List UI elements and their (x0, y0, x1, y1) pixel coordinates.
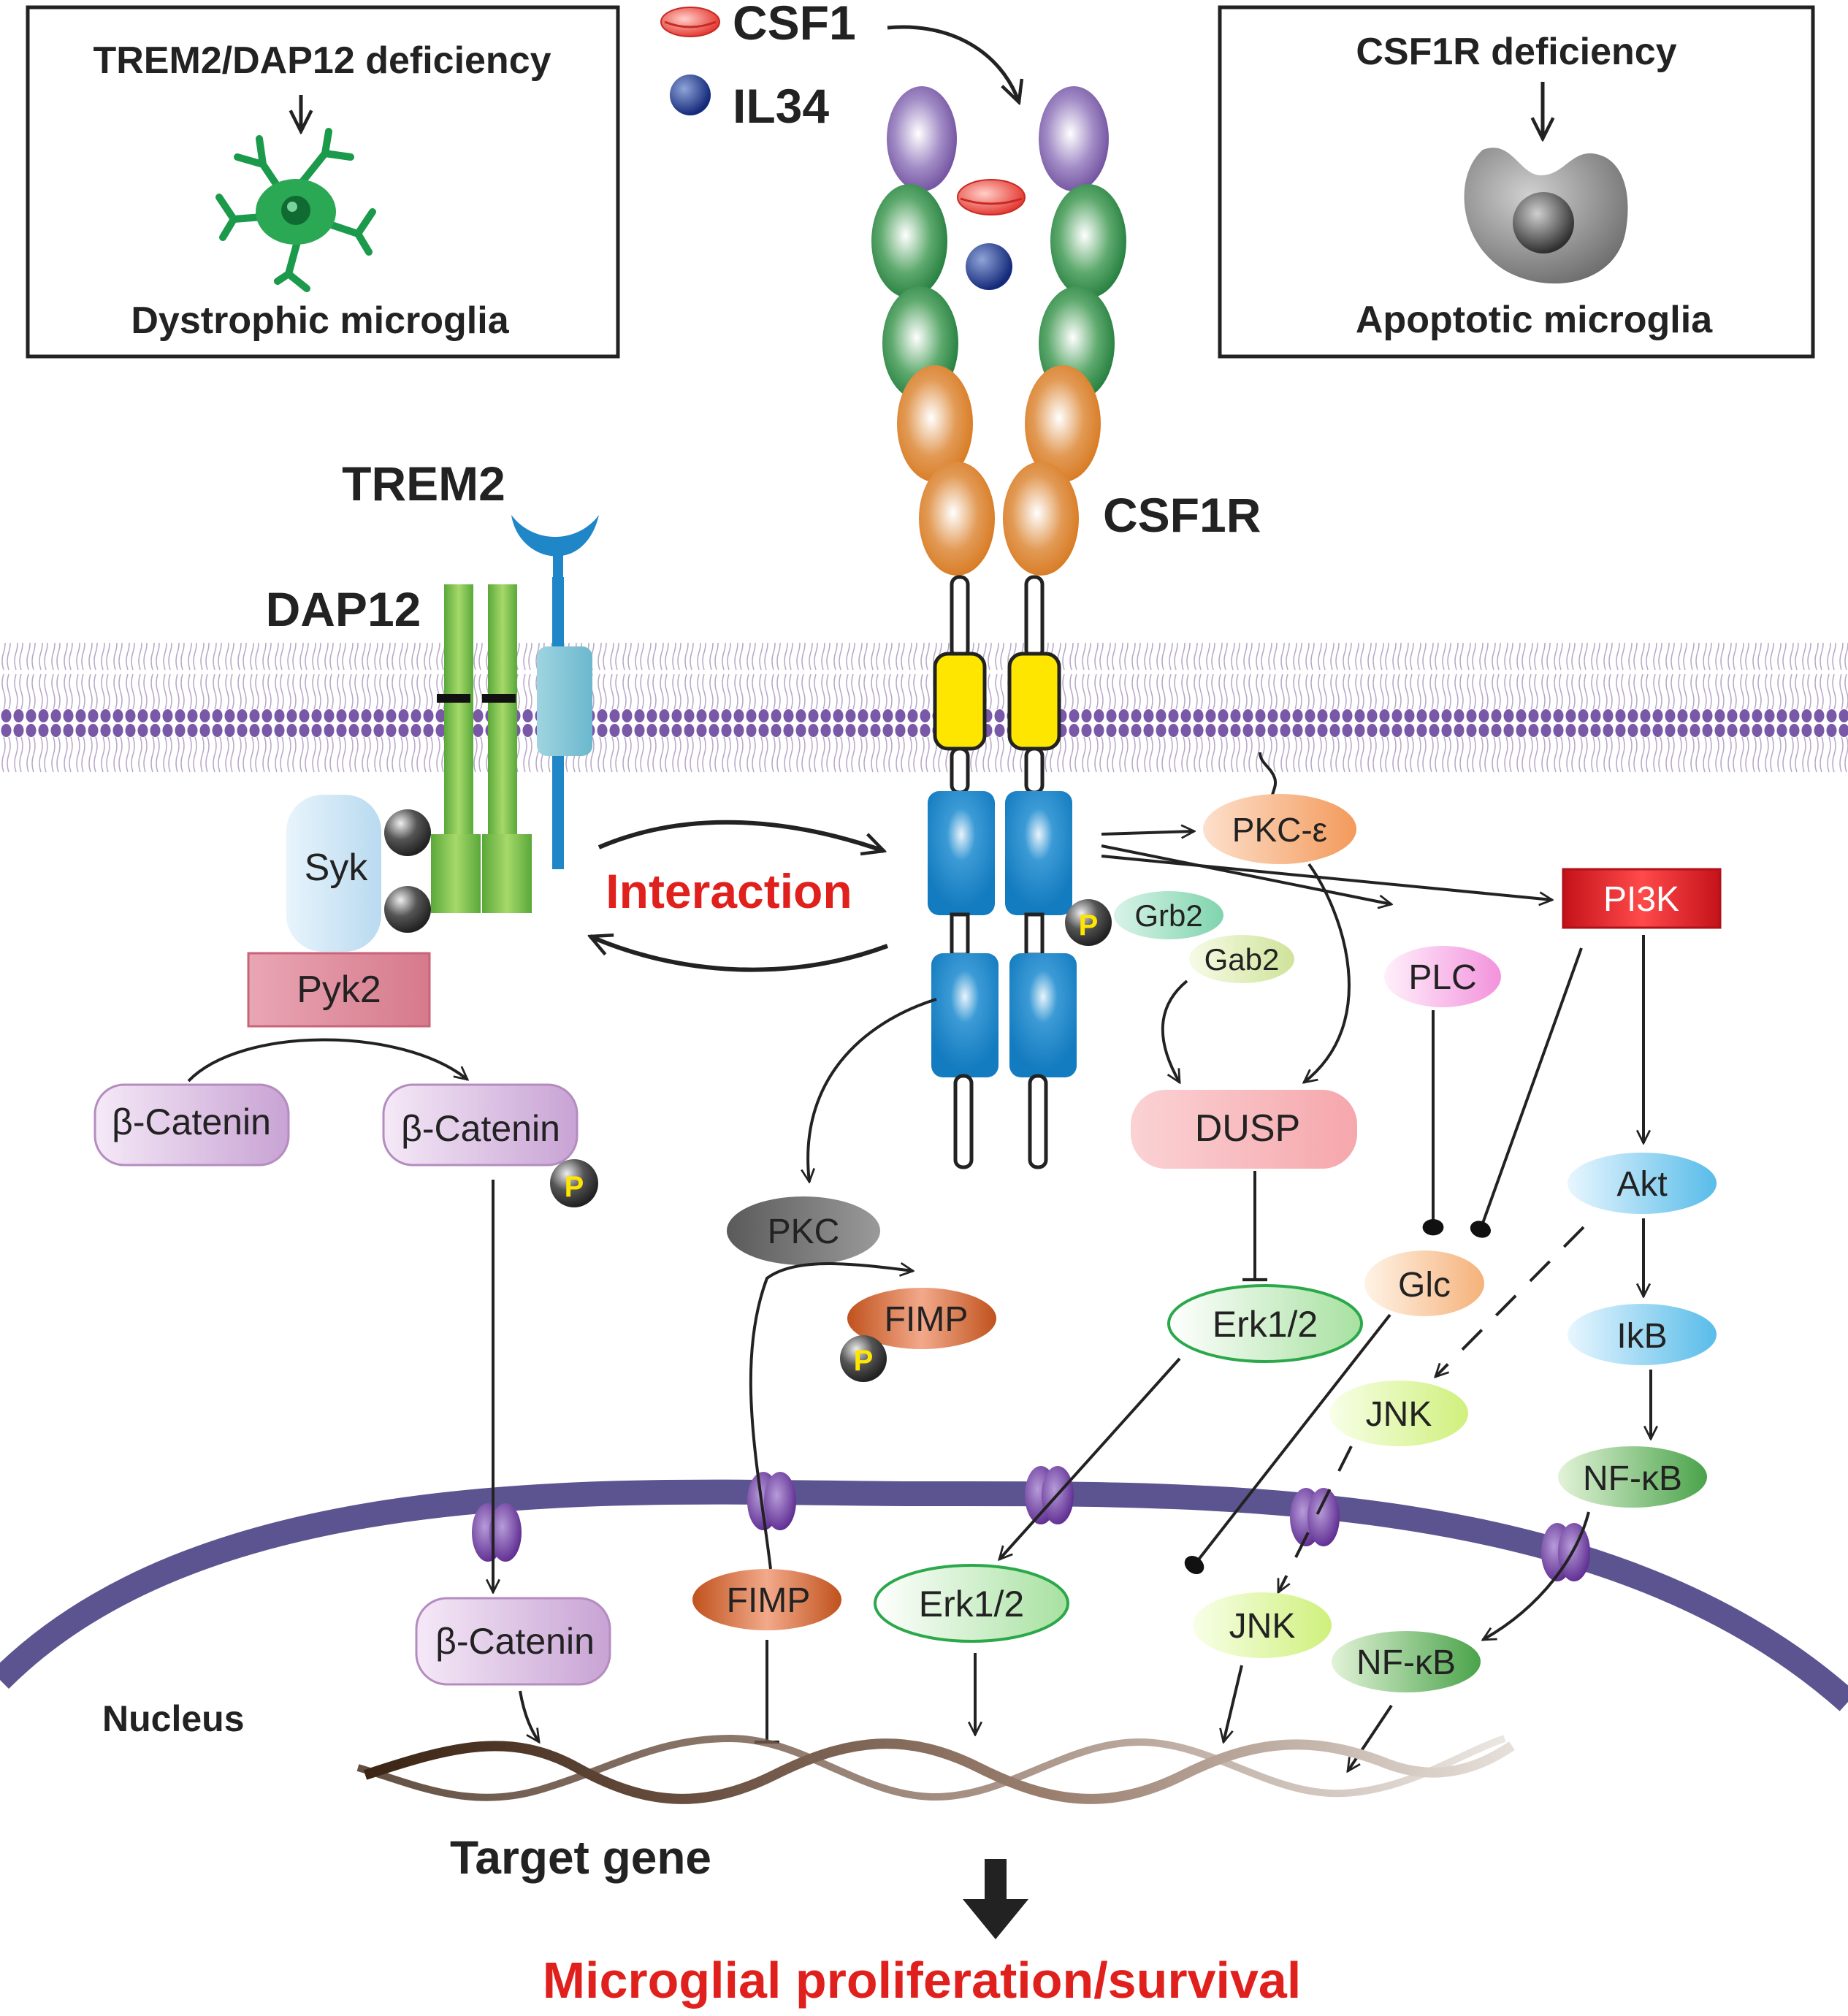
bcatenin-phospho-label: P (565, 1171, 584, 1203)
gab2-label: Gab2 (1204, 942, 1280, 977)
trem2-dap12-deficiency-label: TREM2/DAP12 deficiency (93, 39, 551, 82)
csf1r-deficiency-label: CSF1R deficiency (1356, 31, 1676, 73)
bcatenin-1-label: β-Catenin (112, 1101, 271, 1142)
pkce-label: PKC-ε (1232, 811, 1327, 849)
syk-label: Syk (305, 847, 369, 889)
nfkb-label: NF-κB (1583, 1459, 1682, 1498)
nfkb-nuclear-label: NF-κB (1356, 1643, 1456, 1682)
bcatenin-nuclear-label: β-Catenin (435, 1621, 595, 1662)
pyk2-label: Pyk2 (297, 969, 381, 1011)
interaction-label: Interaction (606, 864, 852, 918)
dystrophic-microglia-label: Dystrophic microglia (131, 299, 509, 342)
target-gene-label: Target gene (450, 1831, 711, 1884)
dap12-label: DAP12 (266, 582, 421, 636)
csf1r-label: CSF1R (1103, 488, 1261, 542)
outcome-arrow (963, 1859, 1028, 1939)
dna-helix (356, 1734, 1515, 1804)
glc-label: Glc (1398, 1266, 1451, 1305)
pkc-label: PKC (768, 1213, 840, 1251)
csf1r-receptor (871, 86, 1126, 1169)
plc-label: PLC (1408, 958, 1476, 997)
ikb-label: IkB (1616, 1317, 1667, 1356)
receptor-phospho-label: P (1079, 909, 1099, 942)
csf1-label: CSF1 (733, 0, 856, 50)
cell-membrane (0, 643, 1848, 774)
jnk-label: JNK (1366, 1395, 1432, 1434)
fimp-label: FIMP (885, 1300, 969, 1339)
ligand-legend: CSF1 IL34 (660, 0, 1019, 133)
apoptotic-microglia-label: Apoptotic microglia (1356, 299, 1713, 341)
bcatenin-2-label: β-Catenin (401, 1108, 560, 1149)
trem2-dap12-complex (247, 515, 599, 1028)
erk-nuclear-label: Erk1/2 (919, 1584, 1025, 1624)
pi3k-label: PI3K (1603, 880, 1679, 919)
deficiency-box-left: TREM2/DAP12 deficiency Dystrophic microg… (26, 5, 620, 359)
trem2-label: TREM2 (342, 457, 505, 511)
grb2-label: Grb2 (1134, 898, 1202, 933)
fimp-nuclear-label: FIMP (727, 1581, 811, 1620)
erk-label: Erk1/2 (1213, 1304, 1318, 1345)
fimp-phospho-label: P (854, 1345, 874, 1377)
il34-label: IL34 (733, 79, 829, 133)
csf1r-signaling (692, 752, 1722, 1771)
interaction-arrows (590, 820, 889, 972)
dusp-label: DUSP (1195, 1107, 1300, 1150)
deficiency-box-right: CSF1R deficiency Apoptotic microglia (1218, 5, 1815, 359)
akt-label: Akt (1616, 1165, 1667, 1204)
outcome-label: Microglial proliferation/survival (543, 1952, 1302, 2009)
nucleus-label: Nucleus (102, 1698, 245, 1739)
bcatenin-path (93, 1038, 611, 1742)
jnk-nuclear-label: JNK (1229, 1607, 1296, 1646)
